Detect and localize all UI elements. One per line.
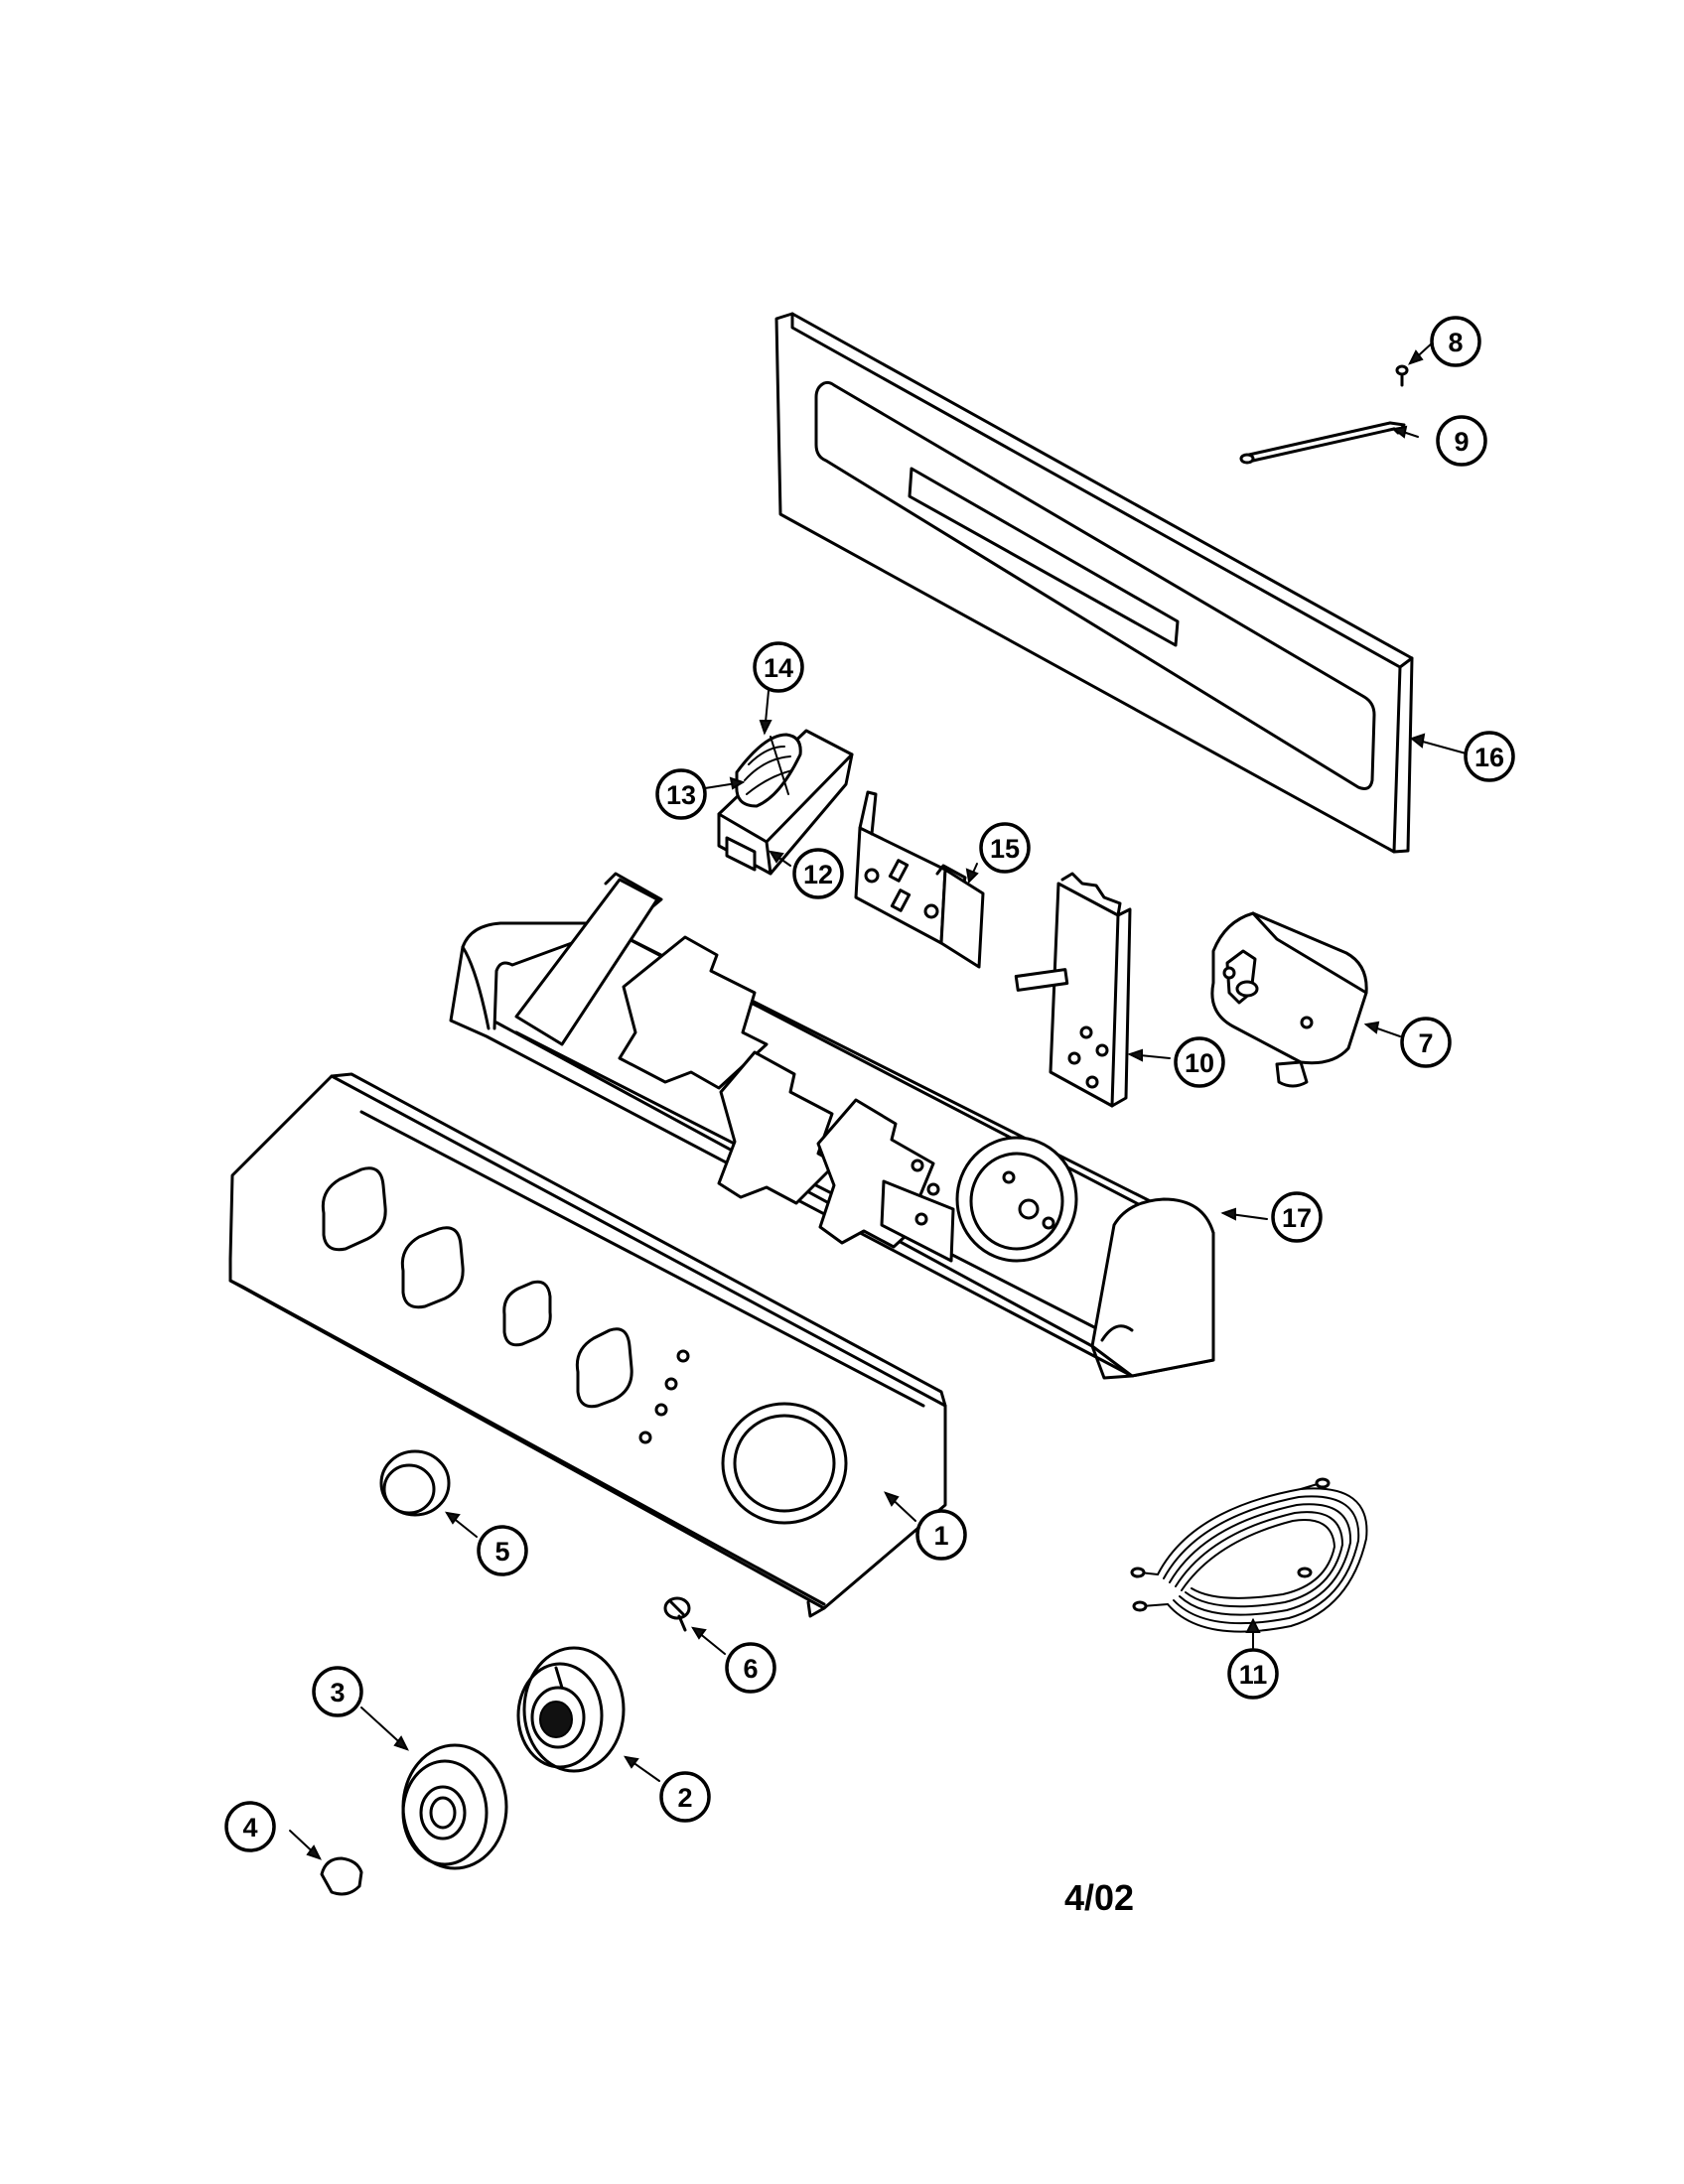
callout-5: 5 xyxy=(477,1525,528,1576)
push-button xyxy=(379,1449,451,1517)
callout-6: 6 xyxy=(725,1642,776,1694)
callout-11: 11 xyxy=(1227,1648,1279,1700)
callout-12: 12 xyxy=(792,848,844,899)
knob-insert xyxy=(320,1856,363,1896)
timer xyxy=(1210,911,1368,1088)
ground-strap xyxy=(1239,421,1406,465)
svg-text:17: 17 xyxy=(1282,1203,1312,1233)
svg-text:9: 9 xyxy=(1454,427,1469,457)
timer-knob xyxy=(516,1646,626,1773)
rocker-switch-assembly xyxy=(717,729,854,876)
switch-mounting-bracket xyxy=(854,790,985,969)
callout-3: 3 xyxy=(312,1666,363,1717)
svg-text:10: 10 xyxy=(1185,1048,1214,1078)
svg-text:11: 11 xyxy=(1239,1660,1268,1690)
console-housing xyxy=(449,872,1215,1380)
knob xyxy=(401,1743,508,1870)
callout-14: 14 xyxy=(753,641,804,693)
date-code: 4/02 xyxy=(1064,1877,1134,1918)
callout-9: 9 xyxy=(1436,415,1487,467)
callout-13: 13 xyxy=(655,768,707,820)
leader-lines xyxy=(289,341,1471,1860)
wire-harness xyxy=(1130,1477,1368,1633)
svg-text:13: 13 xyxy=(666,780,696,810)
svg-text:1: 1 xyxy=(933,1521,948,1551)
callout-2: 2 xyxy=(659,1771,711,1823)
svg-text:15: 15 xyxy=(990,834,1020,864)
control-board xyxy=(1014,872,1132,1108)
callout-16: 16 xyxy=(1464,731,1515,782)
svg-text:5: 5 xyxy=(494,1537,509,1567)
callout-1: 1 xyxy=(915,1509,967,1561)
svg-text:2: 2 xyxy=(677,1783,692,1813)
svg-text:12: 12 xyxy=(803,860,833,889)
svg-text:4: 4 xyxy=(242,1813,257,1843)
callout-10: 10 xyxy=(1174,1036,1225,1088)
callout-7: 7 xyxy=(1400,1017,1452,1068)
control-panel xyxy=(228,1072,947,1618)
svg-text:8: 8 xyxy=(1448,328,1463,357)
callout-15: 15 xyxy=(979,822,1031,874)
screw xyxy=(1395,364,1409,387)
callout-4: 4 xyxy=(224,1801,276,1852)
panel-screw xyxy=(663,1596,691,1632)
rear-console-panel xyxy=(774,312,1414,854)
callout-8: 8 xyxy=(1430,316,1481,367)
callout-17: 17 xyxy=(1271,1191,1323,1243)
svg-text:14: 14 xyxy=(764,653,793,683)
svg-text:6: 6 xyxy=(743,1654,758,1684)
svg-text:7: 7 xyxy=(1418,1028,1433,1058)
svg-text:3: 3 xyxy=(330,1678,345,1707)
svg-text:16: 16 xyxy=(1474,743,1504,772)
